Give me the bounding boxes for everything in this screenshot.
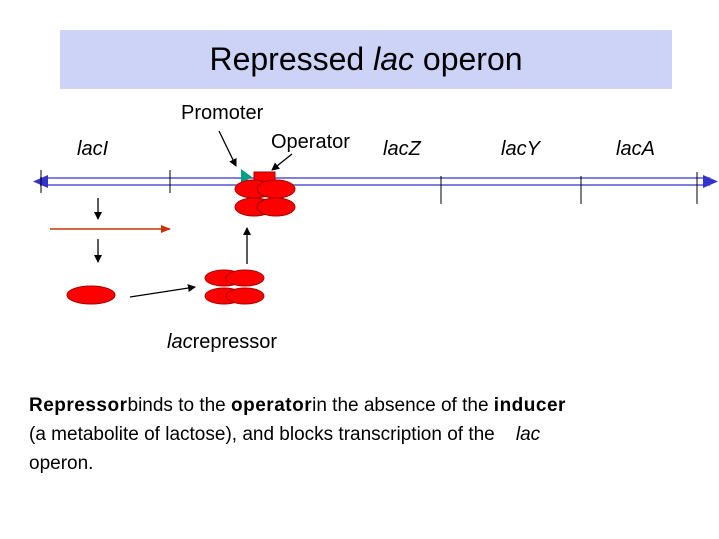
- caption-text: (a metabolite of lactose), and blocks tr…: [29, 424, 501, 445]
- repressor-label-gene: lac: [167, 331, 193, 353]
- caption-text: binds to the: [127, 395, 232, 416]
- title-tail: operon: [414, 41, 523, 77]
- gene-label-lacy: lacY: [501, 138, 540, 160]
- caption-line-2: (a metabolite of lactose), and blocks tr…: [29, 420, 714, 449]
- title-gene: lac: [373, 41, 414, 77]
- promoter-marker: [241, 169, 252, 184]
- caption: Repressorbinds to the operatorin the abs…: [29, 391, 714, 478]
- caption-term-lac: lac: [515, 424, 541, 445]
- operator-label: Operator: [271, 131, 350, 153]
- repressor-subunit: [256, 179, 296, 199]
- title-text: Repressed: [209, 41, 374, 77]
- caption-line-3: operon.: [29, 449, 714, 478]
- gene-boundaries: [40, 170, 698, 204]
- caption-term-inducer: inducer: [493, 395, 566, 416]
- repressor-label: lacrepressor: [167, 331, 277, 353]
- title-band: [60, 30, 672, 89]
- repressor-label-word: repressor: [192, 331, 278, 353]
- gene-label-laci: lacI: [77, 138, 109, 160]
- operator-pointer-arrow: [271, 153, 293, 171]
- dna-strand: [33, 175, 718, 188]
- caption-term-operator: operator: [231, 395, 313, 416]
- repressor-subunit: [225, 287, 265, 305]
- caption-term-repressor: Repressor: [29, 395, 128, 416]
- caption-line-1: Repressorbinds to the operatorin the abs…: [29, 391, 714, 420]
- promoter-pointer-arrow: [218, 130, 237, 167]
- repressor-monomer: [66, 285, 116, 305]
- gene-label-lacz: lacZ: [383, 138, 421, 160]
- free-repressor: [204, 269, 265, 305]
- gene-label-laca: lacA: [616, 138, 655, 160]
- repressor-subunit: [256, 197, 296, 217]
- caption-text: in the absence of the: [312, 395, 494, 416]
- bound-repressor: [234, 179, 296, 217]
- promoter-label: Promoter: [181, 102, 264, 124]
- dna-right-arrowhead: [703, 175, 718, 188]
- repressor-subunit: [225, 269, 265, 287]
- page-title: Repressed lac operon: [60, 40, 672, 78]
- assembly-arrow: [129, 284, 196, 298]
- caption-text: operon.: [29, 453, 94, 474]
